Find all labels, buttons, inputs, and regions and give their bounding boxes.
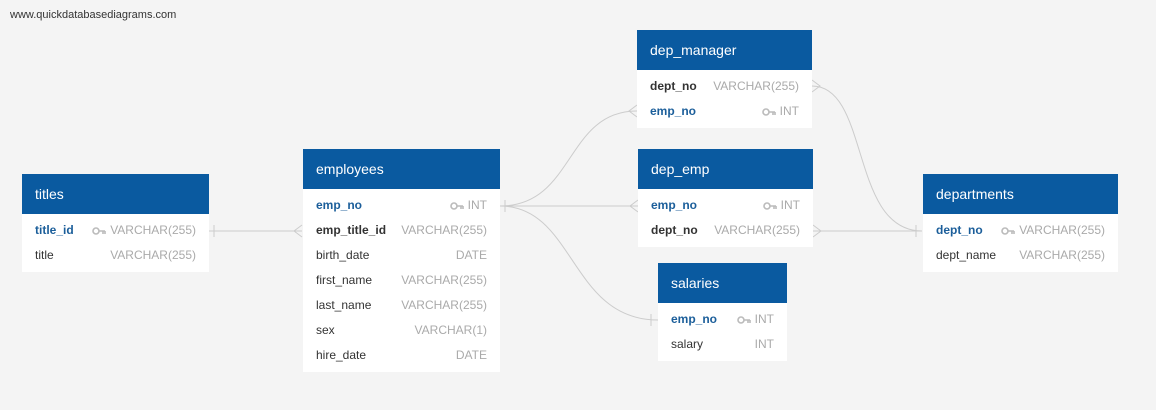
key-icon (736, 312, 755, 326)
column-type: VARCHAR(255) (1001, 218, 1105, 243)
column-name: dept_name (936, 248, 997, 262)
table-header[interactable]: dep_emp (638, 149, 813, 189)
column-type: INT (761, 99, 799, 124)
column-name: dept_no (651, 223, 698, 237)
column-row[interactable]: dept_no VARCHAR(255) (638, 218, 813, 243)
table-header[interactable]: departments (923, 174, 1118, 214)
table-header[interactable]: titles (22, 174, 209, 214)
column-type-label: VARCHAR(255) (110, 223, 196, 237)
column-type: INT (762, 193, 800, 218)
column-type: VARCHAR(1) (415, 318, 487, 343)
column-name: last_name (316, 298, 372, 312)
column-name: emp_no (671, 312, 718, 326)
column-row[interactable]: emp_no INT (638, 193, 813, 218)
table-header[interactable]: dep_manager (637, 30, 812, 70)
key-icon (92, 223, 110, 237)
column-row[interactable]: birth_date DATE (303, 243, 500, 268)
watermark-text: www.quickdatabasediagrams.com (10, 9, 177, 21)
column-name: title_id (35, 223, 74, 237)
key-icon (762, 198, 781, 212)
column-type-label: INT (467, 198, 487, 212)
column-name: birth_date (316, 248, 370, 262)
column-row[interactable]: first_name VARCHAR(255) (303, 268, 500, 293)
column-row[interactable]: dept_name VARCHAR(255) (923, 243, 1118, 268)
column-row[interactable]: sex VARCHAR(1) (303, 318, 500, 343)
column-row[interactable]: title VARCHAR(255) (22, 243, 209, 268)
key-icon (449, 198, 468, 212)
column-type: INT (736, 307, 774, 332)
column-type-label: DATE (455, 248, 487, 262)
column-type-label: VARCHAR(255) (714, 223, 800, 237)
column-row[interactable]: title_id VARCHAR(255) (22, 218, 209, 243)
column-name: sex (316, 323, 335, 337)
column-name: dept_no (650, 79, 697, 93)
rel-dep-manager-departments (811, 85, 923, 232)
column-name: emp_title_id (316, 223, 387, 237)
column-type: VARCHAR(255) (714, 218, 800, 243)
rel-employees-dep-manager (499, 110, 638, 207)
table-dep-emp[interactable]: dep_emp emp_no INT dept_no VARCHAR(255) (638, 149, 813, 247)
column-type: VARCHAR(255) (401, 218, 487, 243)
column-row[interactable]: emp_title_id VARCHAR(255) (303, 218, 500, 243)
column-name: emp_no (316, 198, 363, 212)
column-type-label: INT (754, 337, 774, 351)
column-type: VARCHAR(255) (401, 293, 487, 318)
column-row[interactable]: emp_no INT (303, 193, 500, 218)
column-name: emp_no (650, 104, 697, 118)
column-name: hire_date (316, 348, 367, 362)
column-row[interactable]: salary INT (658, 332, 787, 357)
key-icon (1001, 223, 1019, 237)
column-type-label: VARCHAR(255) (1019, 223, 1105, 237)
column-type-label: INT (754, 312, 774, 326)
column-type: INT (449, 193, 487, 218)
column-type-label: VARCHAR(1) (414, 323, 487, 337)
column-type: VARCHAR(255) (92, 218, 196, 243)
column-type-label: INT (780, 198, 800, 212)
column-name: dept_no (936, 223, 983, 237)
key-icon (761, 104, 780, 118)
column-type-label: VARCHAR(255) (401, 298, 487, 312)
column-row[interactable]: hire_date DATE (303, 343, 500, 368)
column-row[interactable]: emp_no INT (658, 307, 787, 332)
column-type: DATE (456, 243, 487, 268)
column-type: VARCHAR(255) (401, 268, 487, 293)
column-type-label: DATE (455, 348, 487, 362)
column-row[interactable]: last_name VARCHAR(255) (303, 293, 500, 318)
column-type-label: VARCHAR(255) (713, 79, 799, 93)
column-name: title (35, 248, 54, 262)
table-header[interactable]: employees (303, 149, 500, 189)
column-type: VARCHAR(255) (1019, 243, 1105, 268)
column-row[interactable]: emp_no INT (637, 99, 812, 124)
column-name: salary (671, 337, 704, 351)
column-type-label: VARCHAR(255) (1019, 248, 1105, 262)
column-type: INT (755, 332, 774, 357)
column-name: emp_no (651, 198, 698, 212)
column-type-label: VARCHAR(255) (110, 248, 196, 262)
rel-employees-salaries (499, 205, 659, 321)
table-dep-manager[interactable]: dep_manager dept_no VARCHAR(255) emp_no INT (637, 30, 812, 128)
column-row[interactable]: dept_no VARCHAR(255) (637, 74, 812, 99)
column-type-label: INT (779, 104, 799, 118)
column-type: VARCHAR(255) (713, 74, 799, 99)
table-header[interactable]: salaries (658, 263, 787, 303)
column-type: DATE (456, 343, 487, 368)
column-type-label: VARCHAR(255) (401, 273, 487, 287)
column-type: VARCHAR(255) (110, 243, 196, 268)
column-row[interactable]: dept_no VARCHAR(255) (923, 218, 1118, 243)
column-type-label: VARCHAR(255) (401, 223, 487, 237)
column-name: first_name (316, 273, 373, 287)
